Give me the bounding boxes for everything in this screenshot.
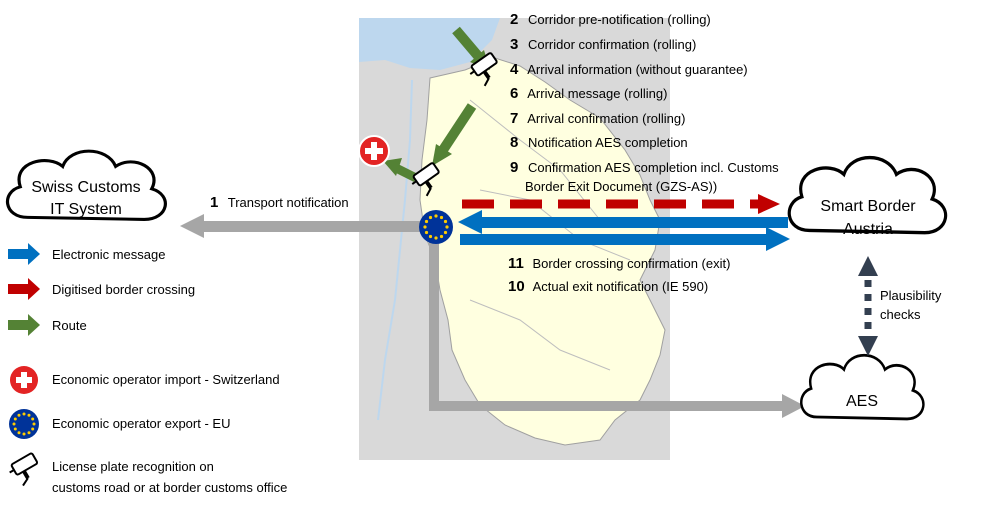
step-text: Transport notification	[228, 195, 349, 210]
step-2: 2 Corridor pre-notification (rolling)	[510, 11, 711, 28]
step-text: Arrival message (rolling)	[527, 86, 667, 101]
legend-item-electronic-message: Electronic message	[8, 243, 165, 265]
legend-label: Electronic message	[52, 247, 165, 262]
step-8: 8 Notification AES completion	[510, 134, 688, 151]
step-9-continued: Border Exit Document (GZS-AS))	[525, 179, 717, 194]
swiss-cross-icon	[358, 135, 390, 167]
legend-label-line2: customs road or at border customs office	[52, 480, 287, 495]
camera-icon	[9, 452, 39, 487]
digitised-border-crossing-arrow	[462, 194, 780, 214]
legend-label: Economic operator export - EU	[52, 416, 230, 431]
step-number: 2	[510, 11, 518, 28]
plausibility-arrow	[858, 256, 878, 356]
step-text: Confirmation AES completion incl. Custom…	[528, 160, 779, 175]
route-arrow-1-shaft	[452, 26, 482, 60]
step-number: 3	[510, 36, 518, 53]
plausibility-arrow-head-down	[858, 336, 878, 356]
plausibility-label-line1: Plausibility	[880, 288, 942, 303]
eu-flag-icon	[419, 210, 453, 244]
step-text: Notification AES completion	[528, 135, 688, 150]
grey-arrows	[180, 214, 805, 418]
step-text: Arrival confirmation (rolling)	[527, 111, 685, 126]
smart-border-label-line2: Austria	[843, 221, 893, 238]
camera-icon	[469, 52, 498, 87]
red-arrow-icon	[8, 278, 40, 300]
step-number: 4	[510, 61, 519, 78]
step-number: 8	[510, 134, 518, 151]
step-4: 4 Arrival information (without guarantee…	[510, 61, 748, 78]
route-arrow-3-head	[383, 158, 402, 176]
step-text: Arrival information (without guarantee)	[527, 62, 747, 77]
blue-arrow-left-head	[458, 210, 482, 234]
aes-route-arrow-head	[782, 394, 805, 418]
step-number: 9	[510, 159, 518, 176]
step-text: Corridor pre-notification (rolling)	[528, 12, 711, 27]
route-arrow-2-shaft	[438, 103, 477, 153]
transport-notification-label: 1 Transport notification	[210, 194, 349, 211]
swiss-cross-icon	[10, 366, 38, 394]
step-3: 3 Corridor confirmation (rolling)	[510, 36, 696, 53]
aes-route-arrow-vertical	[429, 236, 439, 411]
camera-icon	[411, 162, 440, 197]
step-text: Corridor confirmation (rolling)	[528, 37, 696, 52]
step-7: 7 Arrival confirmation (rolling)	[510, 110, 685, 127]
legend-label: Digitised border crossing	[52, 282, 195, 297]
red-arrow-head	[758, 194, 780, 214]
step-text: Border crossing confirmation (exit)	[532, 256, 730, 271]
legend-label: License plate recognition on	[52, 459, 214, 474]
blue-arrow-right-head	[766, 227, 790, 251]
step-9: 9 Confirmation AES completion incl. Cust…	[510, 159, 779, 176]
aes-label: AES	[846, 393, 878, 410]
blue-arrow-icon	[8, 243, 40, 265]
step-number: 1	[210, 194, 218, 211]
process-steps: 2 Corridor pre-notification (rolling) 3 …	[510, 11, 779, 194]
region-border	[469, 99, 601, 221]
step-6: 6 Arrival message (rolling)	[510, 85, 667, 102]
plausibility-label-line2: checks	[880, 307, 921, 322]
eu-flag-icon	[9, 409, 39, 439]
aes-route-arrow-horizontal	[429, 401, 789, 411]
blue-arrow-right-shaft	[460, 234, 768, 245]
swiss-customs-label-line2: IT System	[50, 201, 122, 218]
step-text: Actual exit notification (IE 590)	[533, 279, 709, 294]
step-number: 10	[508, 278, 525, 295]
blue-arrow-left-shaft	[480, 217, 788, 228]
swiss-customs-label-line1: Swiss Customs	[31, 179, 140, 196]
lake-constance	[359, 18, 500, 70]
green-arrow-icon	[8, 314, 40, 336]
step-10: 10 Actual exit notification (IE 590)	[508, 278, 708, 295]
legend-item-digitised-border-crossing: Digitised border crossing	[8, 278, 195, 300]
step-number: 11	[508, 255, 524, 272]
electronic-message-arrows	[458, 210, 790, 251]
step-number: 7	[510, 110, 518, 127]
transport-notification-arrow-head	[180, 214, 204, 238]
transport-notification-arrow-shaft	[200, 221, 425, 232]
plausibility-arrow-head-up	[858, 256, 878, 276]
legend-item-camera: License plate recognition on customs roa…	[9, 452, 287, 495]
route-arrow-2-head	[432, 144, 452, 166]
region-border	[469, 299, 611, 371]
exit-steps: 11 Border crossing confirmation (exit) 1…	[508, 255, 730, 295]
step-11: 11 Border crossing confirmation (exit)	[508, 255, 730, 272]
legend: Electronic message Digitised border cros…	[8, 243, 287, 495]
legend-label: Route	[52, 318, 87, 333]
legend-item-eu-operator: Economic operator export - EU	[9, 409, 230, 439]
legend-item-route: Route	[8, 314, 87, 336]
smart-border-label-line1: Smart Border	[820, 198, 916, 215]
rhine-river	[377, 79, 413, 421]
legend-label: Economic operator import - Switzerland	[52, 372, 280, 387]
legend-item-swiss-operator: Economic operator import - Switzerland	[10, 366, 280, 394]
step-number: 6	[510, 85, 518, 102]
